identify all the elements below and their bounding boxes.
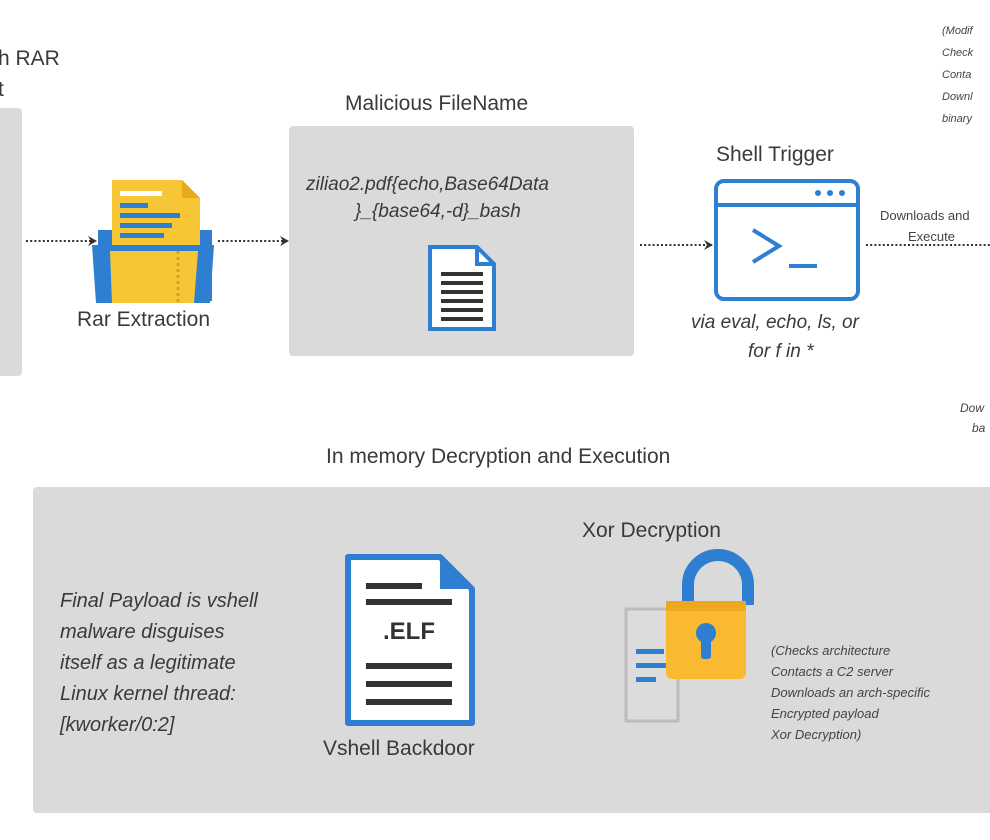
memory-section-panel	[33, 487, 990, 813]
top-right-note-line4: Downl	[942, 91, 973, 103]
document-icon	[428, 245, 496, 331]
top-right-note-line1: (Modif	[942, 25, 973, 37]
folder-icon	[92, 180, 214, 303]
filename-line2: }_{base64,-d}_bash	[355, 201, 521, 222]
filename-line1: ziliao2.pdf{echo,Base64Data	[306, 174, 549, 195]
malicious-filename-title: Malicious FileName	[345, 92, 529, 115]
top-right-note-line5: binary	[942, 113, 972, 125]
top-right-note-line3: Conta	[942, 69, 972, 81]
rar-archive-panel	[0, 108, 22, 376]
right-mid-note-line2: ba	[972, 421, 986, 435]
downloads-execute-line1: Downloads and	[880, 208, 970, 223]
downloads-execute-line2: Execute	[908, 229, 955, 244]
final-payload-line2: malware disguises	[60, 621, 225, 643]
shell-trigger-caption-line2: for f in *	[748, 341, 814, 362]
right-mid-note-line1: Dow	[960, 401, 985, 415]
xor-note-line2: Contacts a C2 server	[771, 664, 894, 679]
xor-note-line1: (Checks architecture	[771, 643, 891, 658]
final-payload-line1: Final Payload is vshell	[60, 590, 258, 612]
final-payload-line5: [kworker/0:2]	[60, 714, 175, 736]
rar-archive-title-line2: t	[0, 78, 4, 101]
elf-file-icon	[345, 554, 475, 726]
shell-trigger-caption-line1: via eval, echo, ls, or	[691, 312, 859, 333]
xor-decryption-title: Xor Decryption	[582, 519, 721, 542]
xor-note-line4: Encrypted payload	[771, 706, 879, 721]
xor-note-line5: Xor Decryption)	[771, 727, 862, 742]
lock-icon	[624, 549, 754, 723]
shell-trigger-title: Shell Trigger	[716, 143, 834, 166]
top-right-note-line2: Check	[942, 47, 974, 59]
rar-extraction-label: Rar Extraction	[77, 308, 211, 331]
elf-label: .ELF	[383, 618, 435, 645]
final-payload-line4: Linux kernel thread:	[60, 683, 236, 705]
xor-note-line3: Downloads an arch-specific	[771, 685, 930, 700]
terminal-icon	[714, 179, 860, 301]
rar-archive-title-line1: h RAR	[0, 47, 60, 70]
memory-section-title: In memory Decryption and Execution	[326, 445, 671, 468]
vshell-backdoor-label: Vshell Backdoor	[323, 737, 475, 760]
final-payload-line3: itself as a legitimate	[60, 652, 236, 674]
